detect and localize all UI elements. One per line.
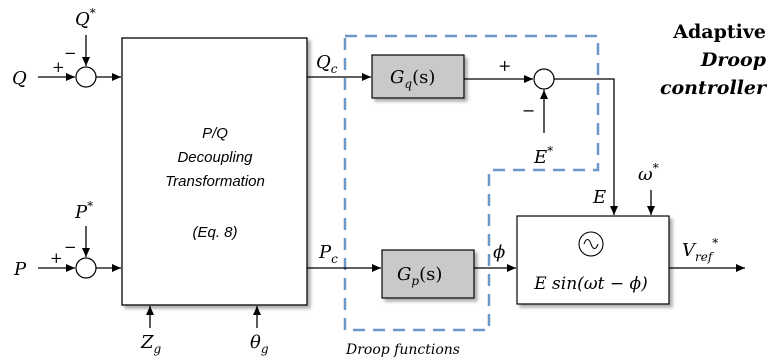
p-input-label: P	[13, 259, 27, 280]
title-line1: Adaptive	[672, 21, 766, 43]
inverter-block	[516, 215, 670, 305]
sum-junction-q	[75, 66, 97, 88]
gq-block	[371, 54, 465, 99]
e-label: E	[592, 187, 606, 208]
phi-label: ϕ	[493, 242, 505, 263]
qc-label: Qc	[316, 52, 338, 76]
omega-ref-label: ω*	[638, 161, 659, 185]
decoupling-label-line2: Decoupling	[177, 149, 253, 166]
e-plus-sign: +	[498, 56, 511, 75]
droop-functions-label: Droop functions	[345, 342, 460, 358]
p-minus-sign: −	[64, 238, 77, 256]
sum-junction-p	[75, 257, 97, 279]
q-input-label: Q	[12, 68, 27, 89]
sine-wave-icon	[583, 238, 599, 250]
decoupling-label-line3: Transformation	[165, 173, 265, 190]
p-ref-label: P*	[74, 199, 93, 223]
e-minus-sign: −	[522, 101, 535, 120]
thetag-label: θg	[250, 332, 269, 356]
q-plus-sign: +	[52, 58, 65, 76]
gp-label: Gp(s)	[397, 264, 442, 288]
decoupling-label-line4: (Eq. 8)	[192, 224, 237, 241]
sum-junction-e	[533, 68, 555, 90]
title-line2: Droop	[700, 49, 767, 71]
decoupling-transformation-block	[121, 37, 308, 306]
droop-functions-region	[343, 34, 600, 332]
zg-label: Zg	[140, 332, 162, 356]
title-line3: controller	[660, 77, 768, 99]
q-minus-sign: −	[64, 44, 77, 62]
vref-label: Vref*	[682, 236, 718, 264]
ac-source-icon	[578, 231, 604, 257]
pc-label: Pc	[318, 242, 338, 266]
q-ref-label: Q*	[75, 6, 96, 30]
e-ref-label: E*	[533, 144, 553, 168]
gp-block	[381, 249, 475, 299]
e-signal-line	[554, 78, 618, 215]
gq-label: Gq(s)	[390, 67, 435, 91]
inverter-formula: E sin(ωt − ϕ)	[533, 274, 648, 294]
p-plus-sign: +	[50, 249, 63, 267]
decoupling-label-line1: P/Q	[202, 125, 228, 142]
